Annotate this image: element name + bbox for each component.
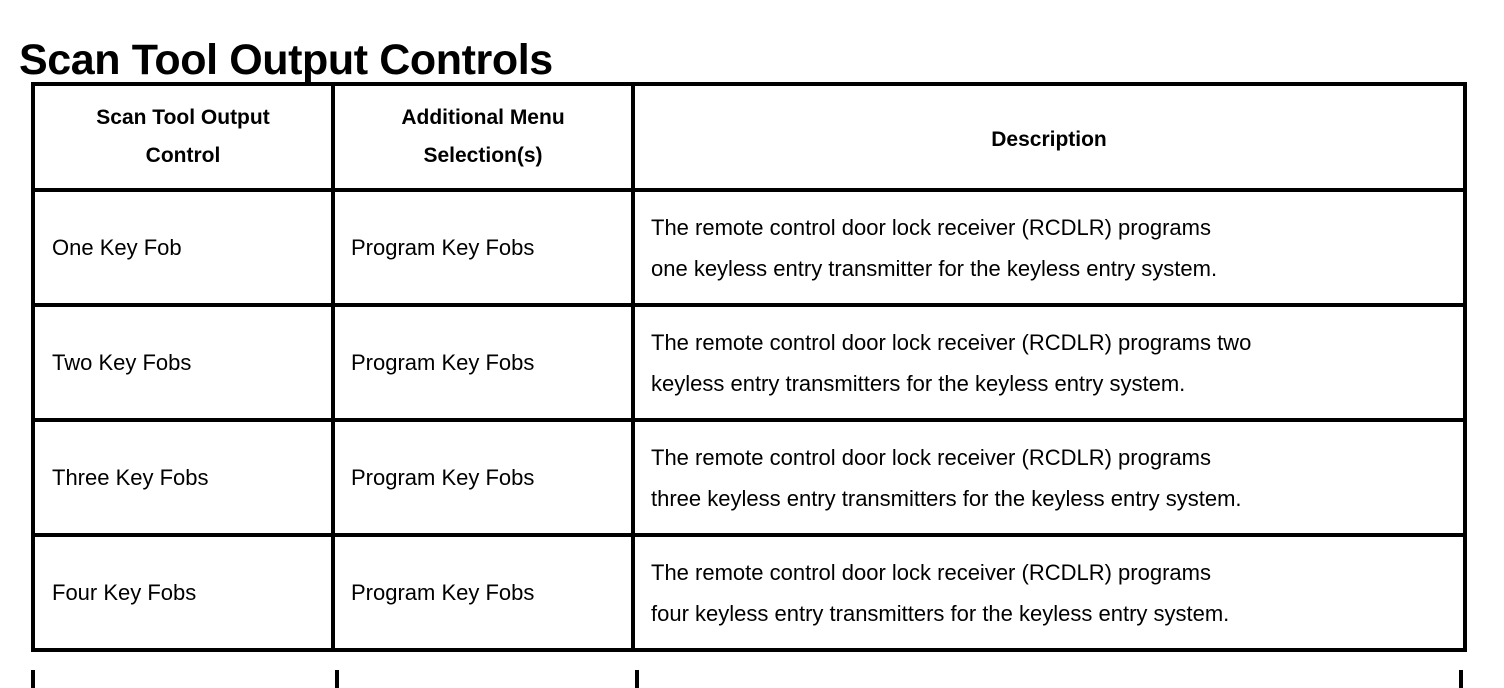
clipped-next-row-borders: [31, 670, 1463, 688]
cell-additional-menu-selection: Program Key Fobs: [333, 535, 635, 652]
page-title: Scan Tool Output Controls: [19, 35, 553, 84]
cell-text: Two Key Fobs: [52, 349, 192, 375]
description-line-1: The remote control door lock receiver (R…: [651, 444, 1211, 470]
description-line-1: The remote control door lock receiver (R…: [651, 559, 1211, 585]
table-row: Four Key Fobs Program Key Fobs The remot…: [33, 535, 1465, 652]
column-divider-2: [635, 670, 639, 688]
description-line-2: three keyless entry transmitters for the…: [651, 485, 1242, 511]
description-line-1: The remote control door lock receiver (R…: [651, 329, 1252, 355]
description-line-2: keyless entry transmitters for the keyle…: [651, 370, 1186, 396]
cell-scan-tool-output-control: Three Key Fobs: [33, 420, 335, 537]
cell-additional-menu-selection: Program Key Fobs: [333, 190, 635, 307]
cell-scan-tool-output-control: One Key Fob: [33, 190, 335, 307]
table-row: One Key Fob Program Key Fobs The remote …: [33, 190, 1465, 307]
cell-description: The remote control door lock receiver (R…: [633, 305, 1465, 422]
cell-text: The remote control door lock receiver (R…: [635, 322, 1463, 404]
cell-description: The remote control door lock receiver (R…: [633, 190, 1465, 307]
column-divider-1: [335, 670, 339, 688]
description-line-1: The remote control door lock receiver (R…: [651, 214, 1211, 240]
description-line-2: one keyless entry transmitter for the ke…: [651, 255, 1218, 281]
cell-text: Program Key Fobs: [351, 579, 535, 605]
table-row: Three Key Fobs Program Key Fobs The remo…: [33, 420, 1465, 537]
cell-scan-tool-output-control: Four Key Fobs: [33, 535, 335, 652]
column-header-text: Description: [991, 128, 1107, 151]
cell-text: The remote control door lock receiver (R…: [635, 207, 1463, 289]
column-header-line-2: Selection(s): [423, 144, 543, 167]
cell-text: The remote control door lock receiver (R…: [635, 552, 1463, 634]
clipped-next-row: [31, 670, 1463, 688]
cell-additional-menu-selection: Program Key Fobs: [333, 420, 635, 537]
column-header-description: Description: [633, 84, 1465, 192]
cell-text: Four Key Fobs: [52, 579, 197, 605]
table-row: Two Key Fobs Program Key Fobs The remote…: [33, 305, 1465, 422]
cell-text: Three Key Fobs: [52, 464, 209, 490]
cell-scan-tool-output-control: Two Key Fobs: [33, 305, 335, 422]
cell-text: Program Key Fobs: [351, 349, 535, 375]
description-line-2: four keyless entry transmitters for the …: [651, 600, 1230, 626]
cell-text: Program Key Fobs: [351, 234, 535, 260]
cell-description: The remote control door lock receiver (R…: [633, 420, 1465, 537]
cell-description: The remote control door lock receiver (R…: [633, 535, 1465, 652]
column-header-line-2: Control: [145, 144, 221, 167]
table-body: One Key Fob Program Key Fobs The remote …: [33, 190, 1465, 652]
column-header-line-1: Scan Tool Output: [96, 106, 270, 129]
cell-text: The remote control door lock receiver (R…: [635, 437, 1463, 519]
column-header-line-1: Additional Menu: [401, 106, 565, 129]
cell-text: Program Key Fobs: [351, 464, 535, 490]
cell-additional-menu-selection: Program Key Fobs: [333, 305, 635, 422]
cell-text: One Key Fob: [52, 234, 182, 260]
